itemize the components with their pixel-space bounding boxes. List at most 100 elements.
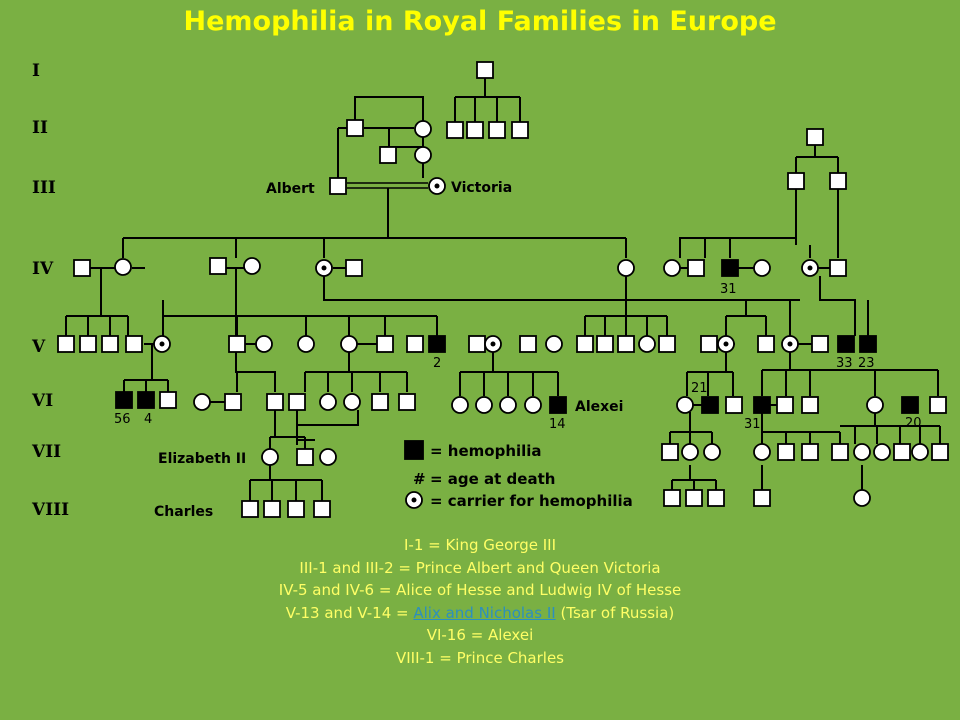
affected-male-symbol: [721, 259, 739, 277]
legend-carrier-label: = carrier for hemophilia: [430, 492, 633, 510]
male-symbol: [488, 121, 506, 139]
affected-male-symbol: [701, 396, 719, 414]
male-symbol: [159, 391, 177, 409]
male-symbol: [787, 172, 805, 190]
female-symbol: [753, 259, 771, 277]
male-symbol: [224, 393, 242, 411]
note-line: V-13 and V-14 = Alix and Nicholas II (Ts…: [0, 602, 960, 625]
generation-label-viii: VIII: [31, 500, 69, 520]
affected-male-symbol: [837, 335, 855, 353]
female-symbol: [319, 393, 337, 411]
male-symbol: [345, 259, 363, 277]
age-label: 4: [144, 412, 152, 427]
male-symbol: [661, 443, 679, 461]
female-symbol: [545, 335, 563, 353]
female-symbol: [243, 257, 261, 275]
generation-label-ii: II: [32, 118, 48, 138]
male-symbol: [263, 500, 281, 518]
male-symbol: [725, 396, 743, 414]
female-symbol: [255, 335, 273, 353]
age-label: 2: [433, 356, 441, 371]
female-symbol: [414, 120, 432, 138]
male-symbol: [288, 393, 306, 411]
female-symbol: [343, 393, 361, 411]
female-symbol: [617, 259, 635, 277]
male-symbol: [801, 443, 819, 461]
legend-hemophilia-symbol: [404, 440, 424, 460]
male-symbol: [468, 335, 486, 353]
male-symbol: [801, 396, 819, 414]
female-symbol: [681, 443, 699, 461]
alexei-label: Alexei: [575, 399, 623, 415]
gen-ii-symbols: [346, 119, 824, 164]
female-symbol: [866, 396, 884, 414]
affected-male-symbol: [137, 391, 155, 409]
male-symbol: [829, 259, 847, 277]
age-label: 31: [744, 417, 761, 432]
affected-male-symbol: [901, 396, 919, 414]
male-symbol: [313, 500, 331, 518]
female-symbol: [911, 443, 929, 461]
male-symbol: [371, 393, 389, 411]
female-symbol: [499, 396, 517, 414]
male-symbol: [209, 257, 227, 275]
carrier-dot: [723, 341, 729, 347]
female-symbol: [853, 443, 871, 461]
male-symbol: [777, 443, 795, 461]
age-label: 14: [549, 417, 566, 432]
male-symbol: [398, 393, 416, 411]
charles-label: Charles: [154, 504, 213, 520]
male-symbol: [73, 259, 91, 277]
carrier-dot: [490, 341, 496, 347]
note-line: III-1 and III-2 = Prince Albert and Quee…: [299, 558, 661, 577]
female-symbol: [703, 443, 721, 461]
male-symbol: [931, 443, 949, 461]
legend-age-symbol: #: [413, 470, 426, 488]
male-symbol: [79, 335, 97, 353]
male-symbol: [776, 396, 794, 414]
male-symbol: [519, 335, 537, 353]
gen-vi-symbols: [115, 391, 947, 414]
male-symbol: [700, 335, 718, 353]
male-symbol: [811, 335, 829, 353]
female-symbol: [193, 393, 211, 411]
albert-label: Albert: [266, 181, 315, 197]
charles-symbol: [241, 500, 259, 518]
male-symbol: [929, 396, 947, 414]
male-symbol: [101, 335, 119, 353]
carrier-dot: [807, 265, 813, 271]
female-symbol: [475, 396, 493, 414]
male-symbol: [376, 335, 394, 353]
male-symbol: [346, 119, 364, 137]
affected-male-symbol: [859, 335, 877, 353]
male-symbol: [685, 489, 703, 507]
generation-label-i: I: [32, 61, 40, 81]
age-label: 21: [691, 381, 708, 396]
female-symbol: [451, 396, 469, 414]
legend-hemophilia-label: = hemophilia: [430, 442, 542, 460]
female-symbol: [753, 443, 771, 461]
elizabeth-symbol: [261, 448, 279, 466]
male-symbol: [266, 393, 284, 411]
male-symbol: [753, 489, 771, 507]
carrier-dot: [787, 341, 793, 347]
note-line: I-1 = King George III: [403, 536, 556, 554]
pedigree-chart: I II III IV V VI VII VIII: [31, 61, 949, 520]
male-symbol: [476, 61, 494, 79]
age-label: 23: [858, 356, 875, 371]
victoria-label: Victoria: [451, 180, 512, 196]
male-symbol: [596, 335, 614, 353]
male-symbol: [829, 172, 847, 190]
carrier-dot: [411, 497, 417, 503]
male-symbol: [707, 489, 725, 507]
legend-age-label: = age at death: [430, 470, 555, 488]
note-suffix: (Tsar of Russia): [555, 603, 675, 622]
alix-nicholas-link[interactable]: Alix and Nicholas II: [413, 603, 556, 622]
carrier-dot: [434, 183, 440, 189]
note-line: IV-5 and IV-6 = Alice of Hesse and Ludwi…: [278, 581, 682, 599]
female-symbol: [524, 396, 542, 414]
male-symbol: [466, 121, 484, 139]
male-symbol: [893, 443, 911, 461]
male-symbol: [296, 448, 314, 466]
legend: = hemophilia # = age at death = carrier …: [404, 440, 633, 510]
